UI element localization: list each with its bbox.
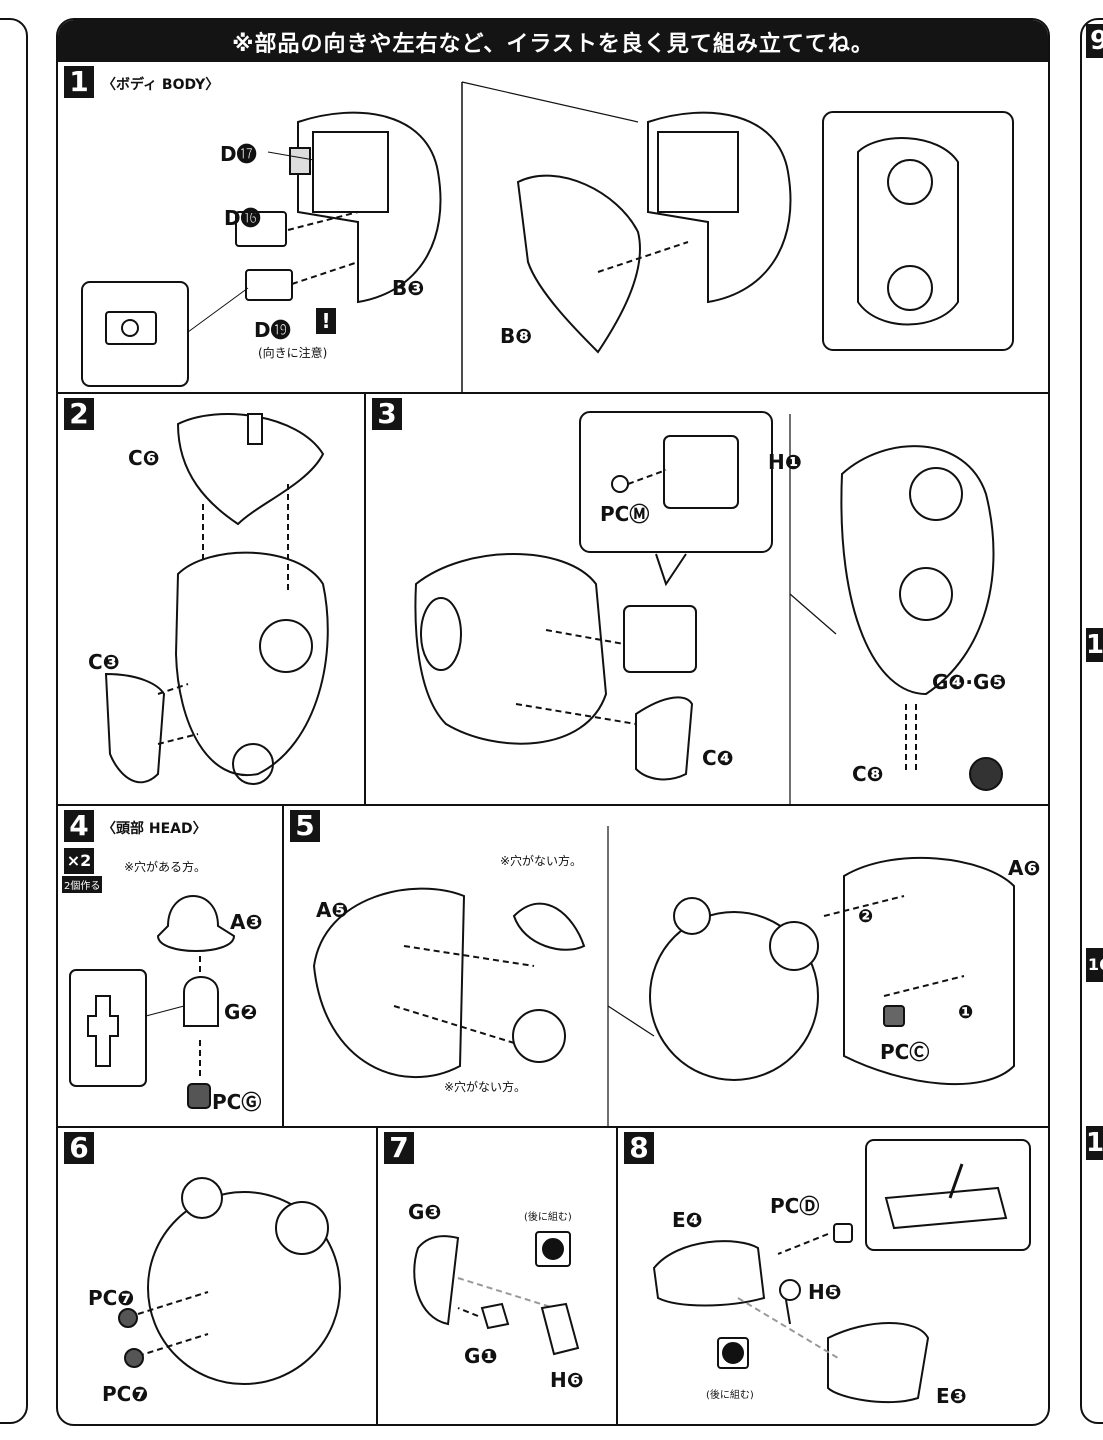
instruction-page: ※部品の向きや左右など、イラストを良く見て組み立ててね。 1 〈ボディ BODY… (56, 18, 1050, 1426)
step-2-illustration (104, 413, 329, 785)
step-title: 〈頭部 HEAD〉 (102, 821, 207, 837)
assemble-later-note: (後に組む) (524, 1212, 572, 1223)
no-hole-note: ※穴がない方。 (444, 1080, 527, 1094)
hole-note: ※穴がある方。 (124, 860, 207, 874)
part-label: PC❼ (88, 1286, 135, 1310)
part-label: A❺ (316, 898, 349, 922)
step-5-illustration (312, 826, 1015, 1128)
caution-text: ※部品の向きや左右など、イラストを良く見て組み立ててね。 (232, 32, 874, 57)
part-label: G❷ (224, 1000, 258, 1024)
orientation-note: (向きに注意) (258, 346, 328, 360)
part-label: C❸ (88, 650, 120, 674)
part-label: H❶ (768, 450, 802, 474)
part-label: C❹ (702, 746, 734, 770)
next-page-step-number: 16 (1086, 948, 1103, 982)
order-marker: ❶ (958, 1002, 974, 1023)
part-label: PCⒸ (880, 1040, 930, 1064)
part-label: B❸ (392, 276, 425, 300)
part-label: H❻ (550, 1368, 584, 1392)
step-1-illustration (81, 81, 1014, 394)
part-label: PCⒼ (212, 1090, 262, 1114)
part-label: C❽ (852, 762, 884, 786)
quantity-note: 2個作る (62, 876, 103, 893)
step-number: 6 (64, 1132, 94, 1164)
caution-banner: ※部品の向きや左右など、イラストを良く見て組み立ててね。 (58, 20, 1048, 62)
next-page-edge: 9 13 16 17 (1080, 18, 1103, 1424)
part-label: G❸ (408, 1200, 442, 1224)
step-3-panel: 3 (366, 394, 1048, 806)
step-8-illustration (652, 1139, 1031, 1404)
part-label: D⓳ (254, 318, 291, 342)
part-label: PCⒹ (770, 1194, 820, 1218)
step-4-panel: 4 〈頭部 HEAD〉 ×2 2個作る ※穴がある方。 A❸ G❷ PCⒼ (58, 806, 284, 1128)
next-page-step-number: 9 (1086, 24, 1103, 58)
step-3-illustration (414, 411, 1003, 806)
step-number: 1 (64, 66, 94, 98)
part-label: B❽ (500, 324, 533, 348)
part-label: A❸ (230, 910, 263, 934)
part-label: G❹·G❺ (932, 670, 1007, 694)
step-number: 5 (290, 810, 320, 842)
part-label: PC❼ (102, 1382, 149, 1406)
part-label: C❻ (128, 446, 160, 470)
warning-icon: ! (316, 308, 336, 334)
quantity-badge: ×2 (64, 848, 94, 874)
step-8-panel: 8 (後に組む) E❹ PCⒹ H❺ E❸ (618, 1128, 1048, 1424)
part-label: PCⓂ (600, 502, 650, 526)
step-number: 2 (64, 398, 94, 430)
step-4-illustration (69, 895, 236, 1109)
step-7-illustration (413, 1231, 580, 1356)
step-number: 8 (624, 1132, 654, 1164)
part-label: E❸ (936, 1384, 967, 1408)
step-6-panel: 6 PC❼ PC❼ (58, 1128, 378, 1424)
next-page-step-number: 17 (1086, 1126, 1103, 1160)
no-hole-note: ※穴がない方。 (500, 854, 583, 868)
assemble-later-note: (後に組む) (706, 1390, 754, 1401)
previous-page-edge (0, 18, 28, 1424)
part-label: H❺ (808, 1280, 842, 1304)
step-1-panel: 1 〈ボディ BODY〉 (58, 62, 1048, 394)
step-title: 〈ボディ BODY〉 (102, 77, 220, 93)
step-7-panel: 7 (後に組む) G❸ G❶ H❻ (378, 1128, 618, 1424)
part-label: E❹ (672, 1208, 703, 1232)
step-number: 4 (64, 810, 94, 842)
part-label: A❻ (1008, 856, 1041, 880)
step-6-illustration (118, 1177, 341, 1385)
part-label: D⓱ (220, 142, 257, 166)
step-2-panel: 2 C❻ C❸ (58, 394, 366, 806)
next-page-step-number: 13 (1086, 628, 1103, 662)
step-number: 3 (372, 398, 402, 430)
part-label: D⓰ (224, 206, 261, 230)
part-label: G❶ (464, 1344, 498, 1368)
order-marker: ❷ (858, 906, 874, 927)
step-5-panel: 5 ※穴がない方。 ※穴がない方。 A❺ A❻ PCⒸ (284, 806, 1048, 1128)
step-number: 7 (384, 1132, 414, 1164)
